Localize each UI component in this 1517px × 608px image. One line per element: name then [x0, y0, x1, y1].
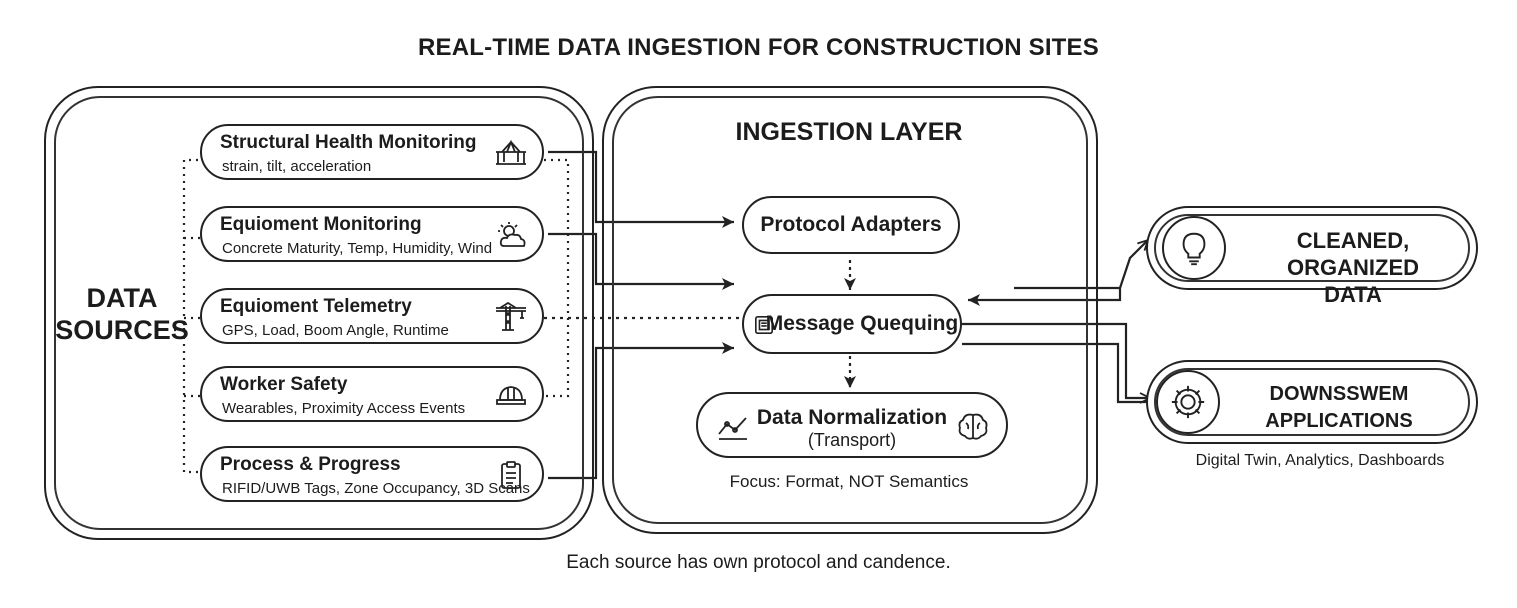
source-structural-health: Structural Health Monitoring strain, til…	[200, 124, 544, 180]
source-title: Worker Safety	[220, 374, 348, 395]
downstream-label: DOWNSSWEM APPLICATIONS	[1265, 383, 1413, 432]
message-queuing-node: Message Quequing	[742, 294, 962, 354]
queue-to-downstream-wire	[962, 322, 1153, 404]
data-sources-label: DATA SOURCES	[55, 283, 189, 345]
wire-shm-to-adapters	[548, 150, 734, 228]
cleaned-data-output: CLEANED, ORGANIZED DATA	[1146, 206, 1478, 307]
message-queuing-label: Message Quequing	[765, 312, 959, 335]
ingestion-layer-title: INGESTION LAYER	[735, 118, 963, 146]
source-detail: Concrete Maturity, Temp, Humidity, Wind	[222, 240, 493, 257]
data-sources-frame-inner	[54, 96, 584, 530]
hardhat-icon	[496, 386, 526, 405]
data-sources-frame	[44, 86, 594, 540]
ingestion-focus-note: Focus: Format, NOT Semantics	[729, 472, 969, 491]
normalization-title: Data Normalization	[756, 406, 948, 429]
source-equipment-telemetry: Equioment Telemetry GPS, Load, Boom Angl…	[200, 288, 544, 344]
source-title: Process & Progress	[220, 454, 401, 475]
protocol-adapters-node: Protocol Adapters	[742, 196, 960, 254]
queue-icon	[755, 316, 773, 334]
source-process-progress: Process & Progress RIFID/UWB Tags, Zone …	[200, 446, 544, 502]
ingestion-layer-frame-inner	[612, 96, 1088, 524]
source-title: Structural Health Monitoring	[220, 132, 477, 153]
cleaned-to-queue-arrow	[968, 286, 1122, 306]
clipboard-icon	[501, 461, 521, 489]
normalization-subtitle: (Transport)	[807, 430, 897, 450]
source-worker-safety: Worker Safety Wearables, Proximity Acces…	[200, 366, 544, 422]
bridge-icon	[496, 139, 526, 165]
cleaned-data-label: CLEANED, ORGANIZED DATA	[1287, 228, 1419, 307]
protocol-adapters-label: Protocol Adapters	[760, 213, 942, 236]
wire-process-to-queue	[548, 342, 734, 480]
brain-icon	[958, 413, 988, 440]
wire-equipment-to-queue	[548, 232, 734, 290]
source-detail: GPS, Load, Boom Angle, Runtime	[222, 322, 449, 339]
chart-trend-icon	[718, 417, 747, 440]
weather-icon	[498, 222, 526, 247]
queue-to-cleaned-wire	[1118, 238, 1150, 289]
diagram-title: REAL-TIME DATA INGESTION FOR CONSTRUCTIO…	[418, 34, 1099, 61]
ingestion-layer-frame	[602, 86, 1098, 534]
source-detail: Wearables, Proximity Access Events	[222, 400, 466, 417]
lightbulb-badge	[1162, 216, 1226, 280]
downstream-applications-output: DOWNSSWEM APPLICATIONS	[1146, 360, 1478, 444]
source-detail: strain, tilt, acceleration	[222, 158, 372, 175]
source-equipment-monitoring: Equioment Monitoring Concrete Maturity, …	[200, 206, 544, 262]
lightbulb-icon	[1182, 232, 1206, 266]
crane-icon	[496, 302, 526, 331]
downstream-applications-examples: Digital Twin, Analytics, Dashboards	[1195, 452, 1445, 469]
source-trunk-line	[182, 158, 200, 330]
gear-badge	[1156, 370, 1220, 434]
data-normalization-node: Data Normalization (Transport)	[696, 392, 1008, 458]
source-title: Equioment Telemetry	[220, 296, 412, 317]
source-title: Equioment Monitoring	[220, 214, 422, 235]
source-detail: RIFID/UWB Tags, Zone Occupancy, 3D Scans	[222, 480, 530, 497]
gear-icon	[1171, 385, 1205, 419]
diagram-footnote: Each source has own protocol and candenc…	[566, 552, 951, 573]
